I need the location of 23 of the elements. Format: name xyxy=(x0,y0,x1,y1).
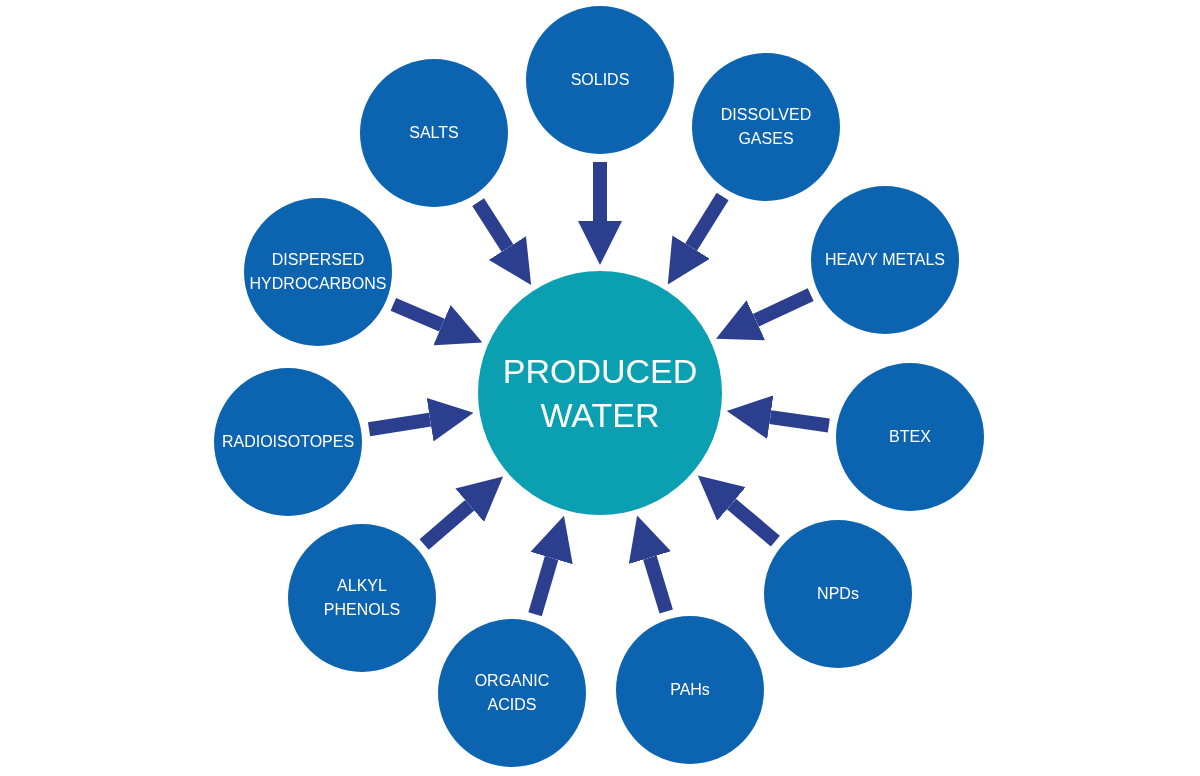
node-label: DISSOLVED GASES xyxy=(719,105,813,149)
arrow xyxy=(726,395,830,439)
arrow xyxy=(472,198,532,286)
node-label: BTEX xyxy=(889,427,931,447)
node-label: DISPERSED HYDROCARBONS xyxy=(249,250,387,294)
arrow xyxy=(528,515,573,617)
arrow xyxy=(697,475,780,547)
arrow xyxy=(578,162,622,265)
node-label: PRODUCED WATER xyxy=(501,351,699,436)
arrow xyxy=(367,397,474,442)
arrow xyxy=(419,476,503,550)
node-label: NPDs xyxy=(817,584,859,604)
arrow xyxy=(716,288,814,341)
arrow xyxy=(390,297,483,346)
node-label: SALTS xyxy=(409,123,459,143)
node-label: ALKYL PHENOLS xyxy=(322,576,402,620)
node-label: SOLIDS xyxy=(570,70,630,90)
node-label: PAHs xyxy=(670,680,710,700)
node-label: RADIOISOTOPES xyxy=(221,432,355,452)
arrow xyxy=(667,192,729,285)
arrow xyxy=(628,515,673,614)
node-label: ORGANIC ACIDS xyxy=(473,671,551,715)
node-label: HEAVY METALS xyxy=(824,250,945,270)
